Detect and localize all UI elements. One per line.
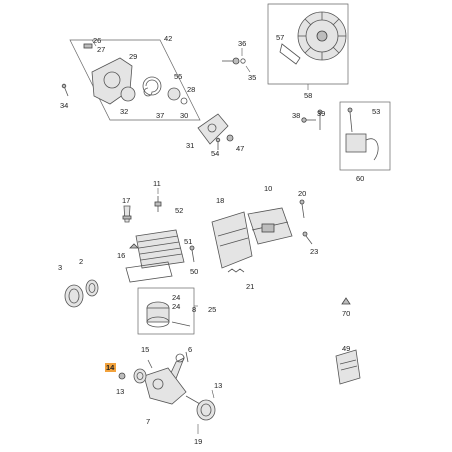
callout-20: 20 bbox=[298, 189, 306, 198]
flywheel-key bbox=[279, 43, 301, 65]
callout-32: 32 bbox=[120, 107, 128, 116]
cylinder bbox=[125, 229, 185, 283]
callout-50: 50 bbox=[190, 267, 198, 276]
callout-31: 31 bbox=[186, 141, 194, 150]
callout-57: 57 bbox=[276, 33, 284, 42]
callout-2: 2 bbox=[79, 257, 83, 266]
callout-39: 39 bbox=[317, 109, 325, 118]
crankshaft-group bbox=[118, 351, 216, 434]
callout-10: 10 bbox=[264, 184, 272, 193]
flywheel-fins bbox=[298, 12, 346, 60]
callout-54: 54 bbox=[211, 149, 219, 158]
callout-52: 52 bbox=[175, 206, 183, 215]
callout-34: 34 bbox=[60, 101, 68, 110]
cylinder-screws bbox=[189, 245, 195, 263]
callout-26: 26 bbox=[93, 36, 101, 45]
callout-13b: 13 bbox=[214, 381, 222, 390]
callout-42: 42 bbox=[164, 34, 172, 43]
callout-24a: 24 bbox=[172, 293, 180, 302]
callout-17: 17 bbox=[122, 196, 130, 205]
crank-bearing-left bbox=[133, 368, 147, 384]
callout-25: 25 bbox=[208, 305, 216, 314]
screws-38-39 bbox=[301, 109, 323, 130]
callout-16: 16 bbox=[117, 251, 125, 260]
seal-parts-2-3 bbox=[64, 279, 99, 308]
callout-labels: 26 27 42 29 55 28 32 37 30 34 36 35 57 5… bbox=[58, 33, 380, 446]
starter-washer bbox=[180, 97, 188, 105]
muffler bbox=[247, 207, 293, 245]
callout-3: 3 bbox=[58, 263, 62, 272]
callout-27: 27 bbox=[97, 45, 105, 54]
callout-15: 15 bbox=[141, 345, 149, 354]
gasket-plate bbox=[197, 113, 234, 150]
callout-8: 8 bbox=[192, 305, 196, 314]
callout-38: 38 bbox=[292, 111, 300, 120]
callout-6: 6 bbox=[188, 345, 192, 354]
callout-11: 11 bbox=[153, 179, 161, 188]
insulator-plate bbox=[197, 113, 229, 145]
muffler-bolts bbox=[299, 199, 313, 245]
ignition-lead bbox=[365, 138, 379, 161]
callout-18: 18 bbox=[216, 196, 224, 205]
ignition-frame bbox=[339, 101, 391, 171]
callout-21: 21 bbox=[246, 282, 254, 291]
callout-7: 7 bbox=[146, 417, 150, 426]
starter-spring-coil bbox=[143, 79, 159, 97]
callout-14: 14 bbox=[106, 363, 115, 372]
marker-70 bbox=[341, 297, 351, 305]
starter-pulley bbox=[120, 86, 136, 102]
callout-58: 58 bbox=[304, 91, 312, 100]
callout-51: 51 bbox=[184, 237, 192, 246]
callout-49: 49 bbox=[342, 344, 350, 353]
spring-21 bbox=[227, 268, 245, 273]
flywheel-group bbox=[267, 3, 349, 90]
callout-19: 19 bbox=[194, 437, 202, 446]
crank-bearing-right bbox=[196, 399, 216, 421]
callout-28: 28 bbox=[187, 85, 195, 94]
callout-37: 37 bbox=[156, 111, 164, 120]
screw-34 bbox=[61, 83, 69, 97]
muffler-cover bbox=[211, 211, 253, 269]
starter-assembly-group bbox=[69, 39, 201, 121]
callout-53: 53 bbox=[372, 107, 380, 116]
crankshaft bbox=[143, 367, 187, 405]
piston-group bbox=[137, 287, 198, 335]
callout-13a: 13 bbox=[116, 387, 124, 396]
callout-14-highlight bbox=[105, 363, 116, 372]
callout-29: 29 bbox=[129, 52, 137, 61]
ignition-coil bbox=[345, 133, 367, 153]
bolt-11-52 bbox=[154, 188, 162, 212]
bolt-set-35-36 bbox=[222, 48, 251, 73]
callout-70: 70 bbox=[342, 309, 350, 318]
callout-60: 60 bbox=[356, 174, 364, 183]
callout-55: 55 bbox=[174, 72, 182, 81]
callout-47: 47 bbox=[236, 144, 244, 153]
starter-spring bbox=[142, 76, 162, 96]
cylinder-gasket bbox=[125, 261, 173, 283]
starter-handle bbox=[83, 43, 93, 49]
callout-24b: 24 bbox=[172, 302, 180, 311]
starter-housing-hub bbox=[103, 71, 121, 89]
callout-35: 35 bbox=[248, 73, 256, 82]
callout-23: 23 bbox=[310, 247, 318, 256]
starter-pawl bbox=[167, 87, 181, 101]
flywheel-frame bbox=[267, 3, 349, 85]
callout-36: 36 bbox=[238, 39, 246, 48]
spark-plug bbox=[122, 205, 132, 223]
piston-frame bbox=[137, 287, 195, 335]
callout-30: 30 bbox=[180, 111, 188, 120]
piston-pin bbox=[171, 321, 191, 327]
ignition-group bbox=[339, 101, 391, 171]
label-49 bbox=[335, 349, 361, 385]
